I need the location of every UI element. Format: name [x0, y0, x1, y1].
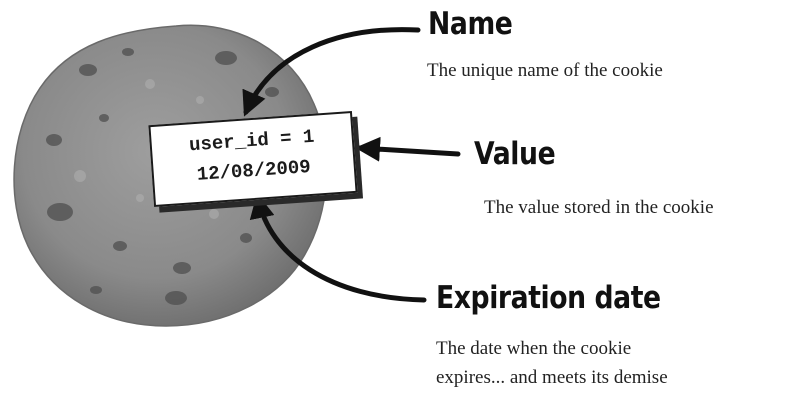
cookie-highlights: [74, 79, 260, 219]
expiration-description-line1: The date when the cookie: [436, 338, 632, 359]
expiration-arrow: [249, 193, 427, 303]
value-arrow: [355, 136, 461, 162]
expiration-heading: Expiration date: [436, 280, 661, 316]
expiration-description-line2: expires... and meets its demise: [436, 367, 668, 388]
name-heading: Name: [428, 6, 513, 42]
name-arrow: [242, 27, 421, 117]
name-description: The unique name of the cookie: [427, 60, 663, 81]
chocolate-chips: [46, 48, 305, 305]
value-heading: Value: [474, 136, 556, 172]
value-description: The value stored in the cookie: [484, 197, 714, 218]
cookie-label-card: user_id = 1 12/08/2009: [148, 110, 358, 208]
arrows: [242, 27, 461, 303]
